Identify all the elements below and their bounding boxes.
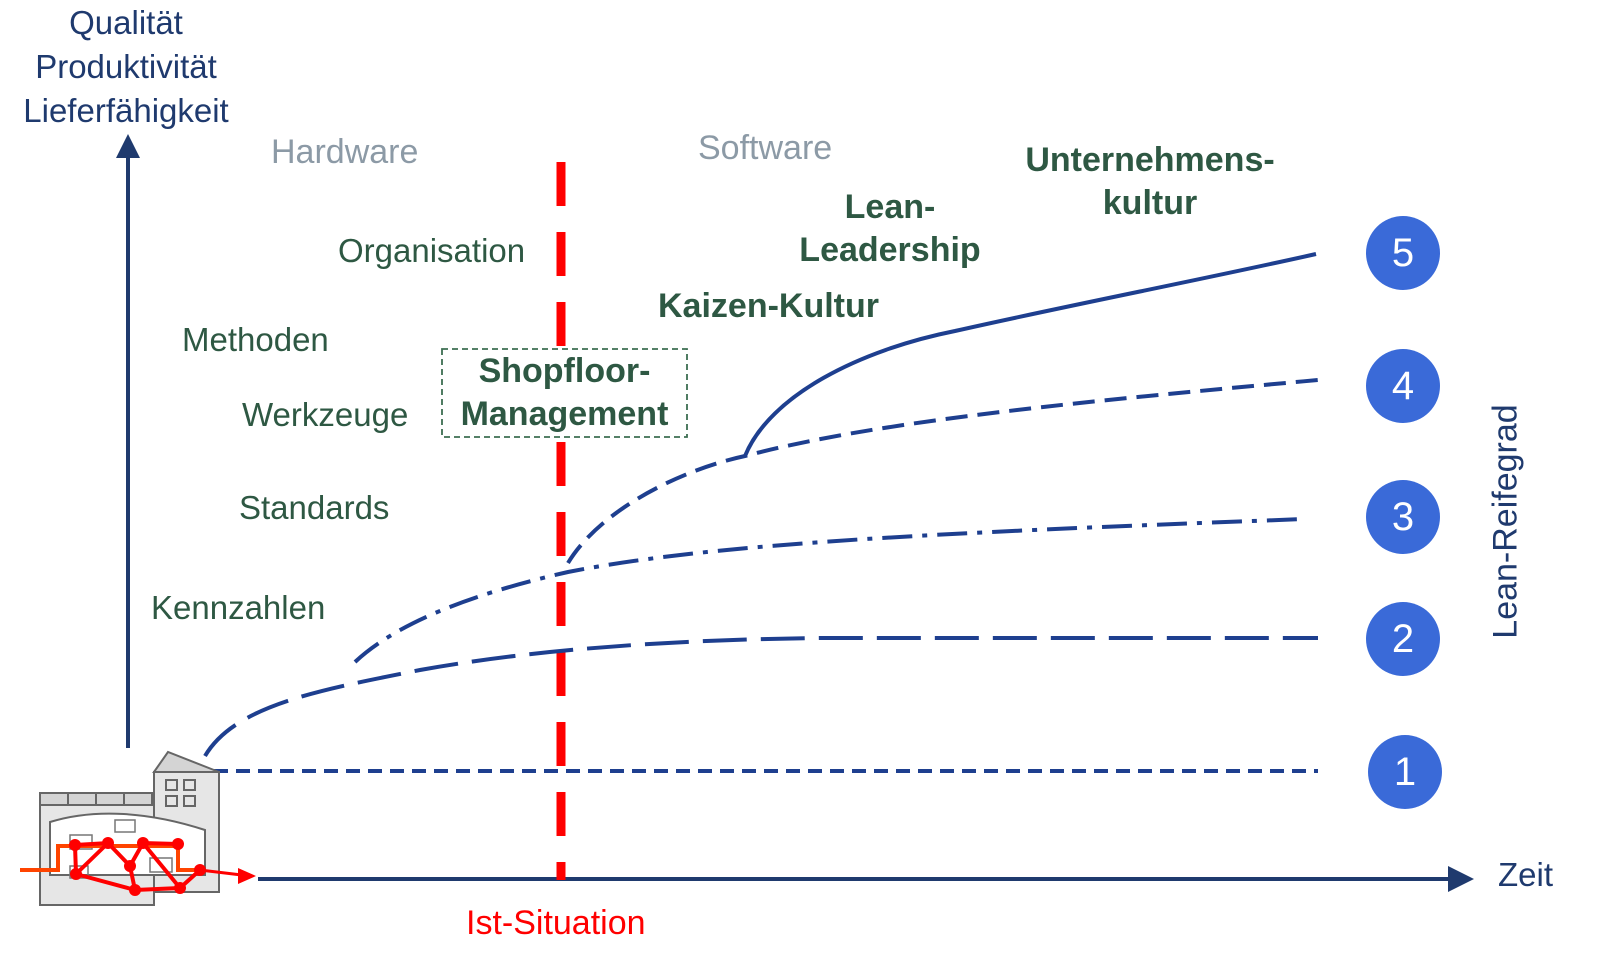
software-item-culture: Unternehmens- kultur [1015, 139, 1285, 225]
software-item-lean-leadership: Lean- Leadership [790, 186, 990, 272]
y-axis-title-line-2: Produktivität [35, 48, 217, 85]
y-axis [116, 134, 140, 748]
software-item-shopfloor: Shopfloor- Management [442, 350, 687, 436]
x-axis-title: Zeit [1498, 856, 1554, 893]
curve-level-2 [203, 636, 1318, 758]
shopfloor-line-2: Management [460, 395, 669, 433]
lean-leadership-line-1: Lean- [844, 188, 936, 226]
culture-line-2: kultur [1102, 184, 1198, 222]
process-flow-icon [20, 837, 256, 896]
y-axis-title: Qualität Produktivität Lieferfähigkeit [6, 1, 246, 133]
y-axis-title-line-1: Qualität [69, 4, 183, 41]
hardware-item-kennzahlen: Kennzahlen [151, 589, 326, 626]
level-badge-5: 5 [1366, 216, 1440, 290]
software-label: Software [698, 129, 833, 167]
shopfloor-line-1: Shopfloor- [478, 352, 651, 390]
level-badge-3: 3 [1366, 480, 1440, 554]
hardware-item-standards: Standards [239, 489, 390, 526]
shopfloor-box [441, 348, 688, 438]
hardware-item-methoden: Methoden [182, 321, 329, 358]
level-badge-4: 4 [1366, 349, 1440, 423]
x-axis [258, 866, 1474, 892]
software-item-kaizen: Kaizen-Kultur [658, 287, 879, 325]
level-badge-2: 2 [1366, 602, 1440, 676]
lean-leadership-line-2: Leadership [799, 231, 981, 269]
curve-level-4 [566, 378, 1319, 565]
curve-level-3 [353, 517, 1306, 664]
factory-icon [39, 750, 220, 906]
hardware-label: Hardware [271, 133, 419, 171]
curve-level-5 [743, 252, 1317, 457]
hardware-item-werkzeuge: Werkzeuge [242, 396, 409, 433]
right-axis-title: Lean-Reifegrad [1486, 404, 1525, 639]
y-axis-title-line-3: Lieferfähigkeit [23, 92, 229, 129]
hardware-item-organisation: Organisation [338, 232, 526, 269]
level-badge-1: 1 [1368, 735, 1442, 809]
ist-situation-label: Ist-Situation [466, 904, 646, 942]
culture-line-1: Unternehmens- [1025, 141, 1275, 179]
